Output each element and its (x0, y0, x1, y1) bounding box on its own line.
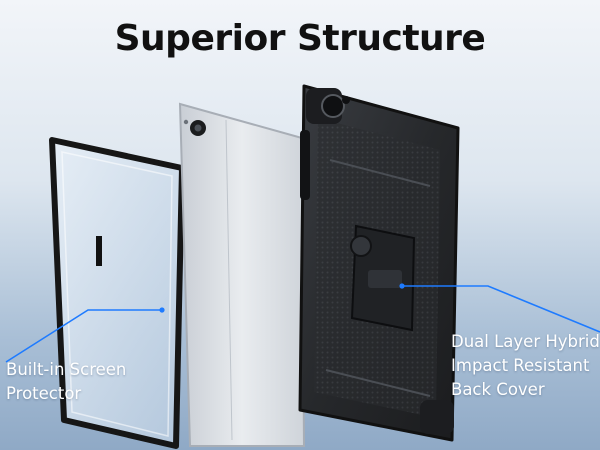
back-cover-label: Dual Layer Hybrid Impact Resistant Back … (451, 330, 600, 402)
callout-dot (159, 307, 165, 313)
callout-text-line: Impact Resistant (451, 356, 590, 375)
screen-protector-label: Built-in Screen Protector (6, 358, 166, 406)
tablet-device (178, 102, 306, 447)
callout-dot (399, 283, 405, 289)
case-corner-bumper (420, 400, 454, 434)
screen-protector-frame (49, 137, 185, 449)
page-title: Superior Structure (114, 18, 486, 59)
callout-text-line: Built-in Screen (6, 360, 127, 379)
pen-slot (300, 130, 310, 200)
callout-text-line: Back Cover (451, 380, 545, 399)
frame-button-cutout (96, 236, 102, 266)
callout-text-line: Protector (6, 384, 82, 403)
callout-text-line: Dual Layer Hybrid (451, 332, 600, 351)
camera-cutout-icon (321, 94, 345, 118)
brand-logo-icon (350, 235, 372, 257)
back-cover-case (298, 84, 460, 442)
callout-screen-protector (5, 307, 165, 363)
callout-back-cover (399, 283, 600, 333)
